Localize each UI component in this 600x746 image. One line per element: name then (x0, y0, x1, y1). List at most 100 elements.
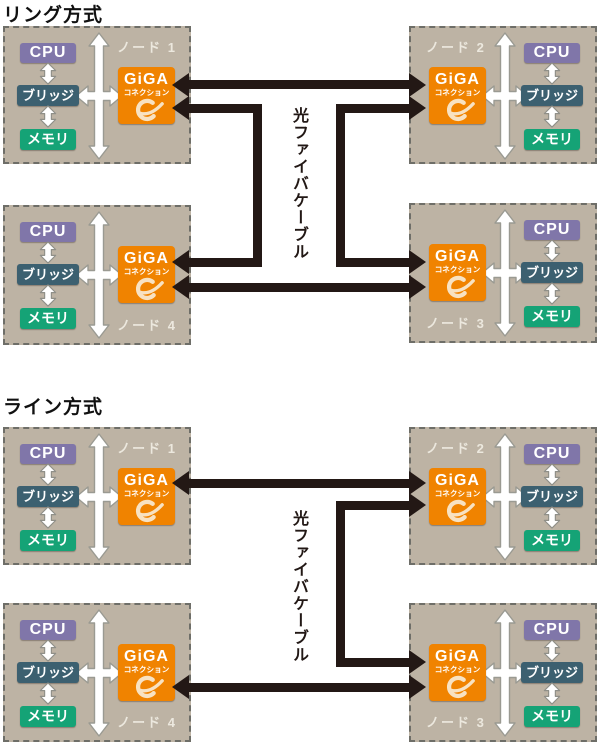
double-arrow-icon (39, 639, 57, 662)
ring-cable-n2-n3-bottom (336, 258, 412, 267)
node-label: ノード 2 (426, 441, 486, 456)
node-label: ノード 4 (117, 318, 177, 333)
giga-label: GiGA (124, 472, 169, 489)
ring-cable-n1-n4-top (186, 104, 262, 113)
giga-sublabel: コネクション (123, 88, 170, 97)
giga-label: GiGA (124, 250, 169, 267)
line-cable-n1-n2 (186, 479, 412, 488)
ring-cable-n1-n4-vertical (253, 104, 262, 267)
giga-sublabel: コネクション (123, 665, 170, 674)
giga-logo-icon (439, 97, 477, 122)
giga-logo-icon (128, 674, 166, 699)
giga-connection-box: GiGA コネクション (429, 468, 486, 525)
bridge-box: ブリッジ (17, 85, 79, 106)
ring-node-1: ノード 1 CPU ブリッジ メモリ GiGA コネクション (3, 26, 191, 164)
giga-sublabel: コネクション (434, 665, 481, 674)
cable-arrowhead-icon (409, 493, 426, 517)
giga-connection-box: GiGA コネクション (118, 67, 175, 124)
giga-connection-box: GiGA コネクション (118, 468, 175, 525)
cable-arrowhead-icon (409, 675, 426, 699)
ring-node-4: ノード 4 CPU ブリッジ メモリ GiGA コネクション (3, 205, 191, 345)
double-arrow-icon (543, 639, 561, 662)
double-arrow-icon (39, 241, 57, 264)
double-arrow-icon (39, 105, 57, 128)
ring-cable-n2-n3-vertical (336, 104, 345, 267)
giga-sublabel: コネクション (434, 489, 481, 498)
giga-connection-box: GiGA コネクション (118, 246, 175, 303)
giga-logo-icon (128, 97, 166, 122)
line-node-3: ノード 3 CPU ブリッジ メモリ GiGA コネクション (409, 603, 597, 742)
ring-cable-n4-n3 (186, 283, 412, 292)
ring-cable-label: 光ファイバケーブル (290, 107, 307, 260)
ring-cable-n1-n2 (186, 80, 412, 89)
cpu-box: CPU (20, 620, 76, 640)
node-label: ノード 4 (117, 715, 177, 730)
giga-sublabel: コネクション (123, 489, 170, 498)
line-cable-n2-n3-vertical (336, 501, 345, 667)
ring-cable-n1-n4-bottom (186, 258, 262, 267)
ring-node-2: ノード 2 CPU ブリッジ メモリ GiGA コネクション (409, 26, 597, 164)
line-cable-n2-n3-top (336, 501, 412, 510)
double-arrow-icon (39, 284, 57, 307)
memory-box: メモリ (20, 706, 76, 727)
cable-arrowhead-icon (409, 275, 426, 299)
node-label: ノード 3 (426, 715, 486, 730)
line-section-title: ライン方式 (3, 397, 104, 418)
giga-sublabel: コネクション (123, 267, 170, 276)
double-arrow-icon (39, 62, 57, 85)
bridge-box: ブリッジ (521, 85, 583, 106)
double-arrow-icon (39, 682, 57, 705)
ring-section-title: リング方式 (3, 5, 104, 26)
giga-logo-icon (128, 276, 166, 301)
cable-arrowhead-icon (409, 471, 426, 495)
giga-label: GiGA (435, 648, 480, 665)
double-arrow-icon (543, 463, 561, 486)
bridge-box: ブリッジ (17, 486, 79, 507)
double-arrow-icon (543, 62, 561, 85)
cable-arrowhead-icon (409, 96, 426, 120)
line-cable-n4-n3 (186, 683, 412, 692)
giga-label: GiGA (124, 648, 169, 665)
cpu-box: CPU (524, 43, 580, 63)
giga-label: GiGA (435, 248, 480, 265)
cpu-box: CPU (524, 220, 580, 240)
double-arrow-icon (543, 282, 561, 305)
cpu-box: CPU (20, 43, 76, 63)
memory-box: メモリ (20, 129, 76, 150)
ring-node-3: ノード 3 CPU ブリッジ メモリ GiGA コネクション (409, 203, 597, 343)
cpu-box: CPU (20, 222, 76, 242)
giga-connection-box: GiGA コネクション (429, 67, 486, 124)
giga-sublabel: コネクション (434, 88, 481, 97)
cable-arrowhead-icon (172, 275, 189, 299)
giga-logo-icon (439, 674, 477, 699)
line-cable-label: 光ファイバケーブル (290, 510, 307, 663)
giga-label: GiGA (435, 71, 480, 88)
bridge-box: ブリッジ (521, 262, 583, 283)
cable-arrowhead-icon (409, 73, 426, 97)
giga-logo-icon (439, 498, 477, 523)
giga-logo-icon (128, 498, 166, 523)
line-node-4: ノード 4 CPU ブリッジ メモリ GiGA コネクション (3, 603, 191, 742)
giga-connection-box: GiGA コネクション (118, 644, 175, 701)
giga-logo-icon (439, 274, 477, 299)
giga-connection-box: GiGA コネクション (429, 644, 486, 701)
cable-arrowhead-icon (409, 250, 426, 274)
node-label: ノード 1 (117, 441, 177, 456)
double-arrow-icon (39, 506, 57, 529)
cable-arrowhead-icon (172, 675, 189, 699)
giga-label: GiGA (435, 472, 480, 489)
bridge-box: ブリッジ (17, 264, 79, 285)
memory-box: メモリ (524, 706, 580, 727)
giga-connection-box: GiGA コネクション (429, 244, 486, 301)
cpu-box: CPU (20, 444, 76, 464)
bridge-box: ブリッジ (521, 486, 583, 507)
cable-arrowhead-icon (172, 96, 189, 120)
node-label: ノード 3 (426, 316, 486, 331)
cable-arrowhead-icon (409, 650, 426, 674)
line-cable-n2-n3-bottom (336, 658, 412, 667)
cpu-box: CPU (524, 444, 580, 464)
memory-box: メモリ (524, 530, 580, 551)
memory-box: メモリ (524, 306, 580, 327)
double-arrow-icon (543, 105, 561, 128)
